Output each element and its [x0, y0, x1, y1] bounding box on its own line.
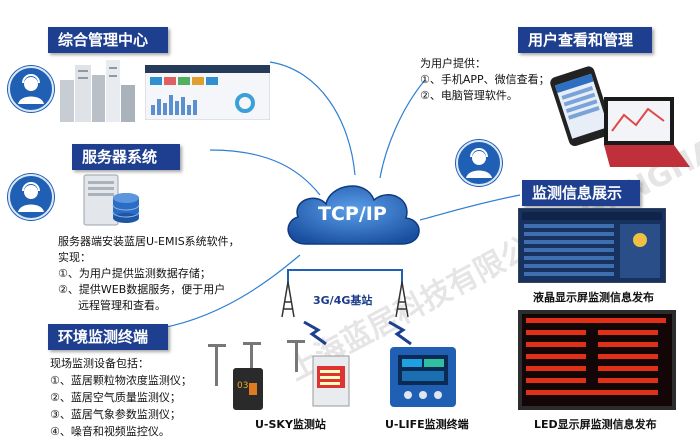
server-desc-line: 服务器端安装蓝居U-EMIS系统软件，: [58, 235, 240, 248]
display-title: 监测信息展示: [522, 180, 640, 206]
lcd-screen-icon: [518, 208, 666, 283]
user-desc-line: 为用户提供：: [420, 57, 486, 70]
city-buildings-icon: [60, 60, 135, 122]
cloud-icon: [287, 185, 420, 245]
user-desc-line: ①、手机APP、微信查看；: [420, 73, 550, 86]
integrated-title: 综合管理中心: [48, 27, 168, 53]
terminal-desc-line: ③、蓝居气象参数监测仪；: [50, 408, 181, 421]
server-desc-line: 远程管理和查看。: [78, 299, 166, 312]
server-desc-line: ①、为用户提供监测数据存储；: [58, 267, 211, 280]
terminal-desc-line: ②、蓝居空气质量监测仪；: [50, 391, 181, 404]
u-sky-caption: U-SKY监测站: [255, 418, 326, 431]
terminal-desc-line: ①、蓝居颗粒物浓度监测仪；: [50, 374, 192, 387]
server-desc-line: ②、提供WEB数据服务，便于用户: [58, 283, 226, 296]
smartphone-icon: [550, 66, 614, 146]
signal-icon: [388, 320, 412, 346]
tablet-icon: [604, 97, 690, 167]
led-screen-icon: [518, 310, 676, 410]
user-desc-line: ②、电脑管理软件。: [420, 89, 518, 102]
lcd-caption: 液晶显示屏监测信息发布: [533, 291, 654, 304]
user-avatar-icon: [456, 140, 502, 186]
u-sky-station-icon: 03: [208, 340, 350, 410]
led-caption: LED显示屏监测信息发布: [534, 418, 657, 431]
u-life-terminal-icon: [390, 347, 456, 407]
user-title: 用户查看和管理: [518, 27, 652, 53]
server-title: 服务器系统: [72, 144, 180, 170]
server-desc-line: 实现：: [58, 251, 91, 264]
base-station-label: 3G/4G基站: [313, 294, 373, 307]
signal-icon: [303, 320, 327, 346]
server-database-icon: [83, 174, 140, 226]
base-station-bracket: [281, 269, 409, 318]
terminal-desc-line: 现场监测设备包括：: [50, 357, 149, 370]
dashboard-screenshot: [145, 65, 270, 120]
server-avatar-icon: [8, 174, 54, 220]
user-avatar-icon: [8, 66, 54, 112]
terminal-desc-line: ④、噪音和视频监控仪。: [50, 425, 170, 438]
u-life-caption: U-LIFE监测终端: [385, 418, 469, 431]
svg-text:03: 03: [237, 381, 248, 391]
tcp-ip-label: TCP/IP: [318, 203, 387, 225]
terminal-title: 环境监测终端: [48, 324, 168, 350]
